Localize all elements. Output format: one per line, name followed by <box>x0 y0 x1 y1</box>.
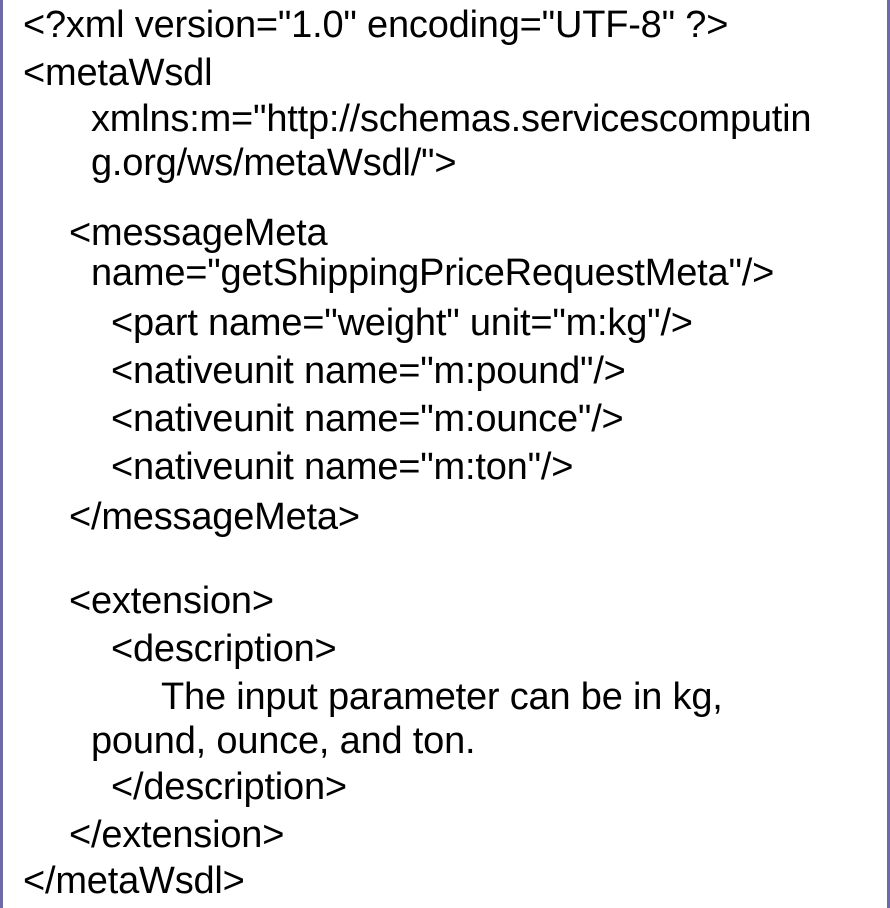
description-text-line-2: pound, ounce, and ton. <box>91 720 476 762</box>
nativeunit-ton-line: <nativeunit name="m:ton"/> <box>111 446 574 488</box>
description-close-tag-line: </description> <box>111 766 347 808</box>
messagemeta-open-tag-line: <messageMeta <box>69 212 328 254</box>
messagemeta-close-tag-line: </messageMeta> <box>69 496 360 538</box>
xml-code-block: <?xml version="1.0" encoding="UTF-8" ?> … <box>3 0 890 908</box>
part-element-line: <part name="weight" unit="m:kg"/> <box>111 302 693 344</box>
nativeunit-ounce-line: <nativeunit name="m:ounce"/> <box>111 398 624 440</box>
description-open-tag-line: <description> <box>111 628 337 670</box>
xml-declaration-line: <?xml version="1.0" encoding="UTF-8" ?> <box>23 4 729 46</box>
extension-close-tag-line: </extension> <box>69 814 285 856</box>
description-text-line-1: The input parameter can be in kg, <box>161 676 723 718</box>
nativeunit-pound-line: <nativeunit name="m:pound"/> <box>111 350 626 392</box>
messagemeta-name-attribute-line: name="getShippingPriceRequestMeta"/> <box>91 252 775 294</box>
xmlns-attribute-line-2: g.org/ws/metaWsdl/"> <box>91 142 457 184</box>
xmlns-attribute-line-1: xmlns:m="http://schemas.servicescomputin <box>91 98 812 140</box>
metawsdl-open-tag-line: <metaWsdl <box>23 52 213 94</box>
extension-open-tag-line: <extension> <box>69 580 274 622</box>
metawsdl-close-tag-line: </metaWsdl> <box>23 860 245 902</box>
